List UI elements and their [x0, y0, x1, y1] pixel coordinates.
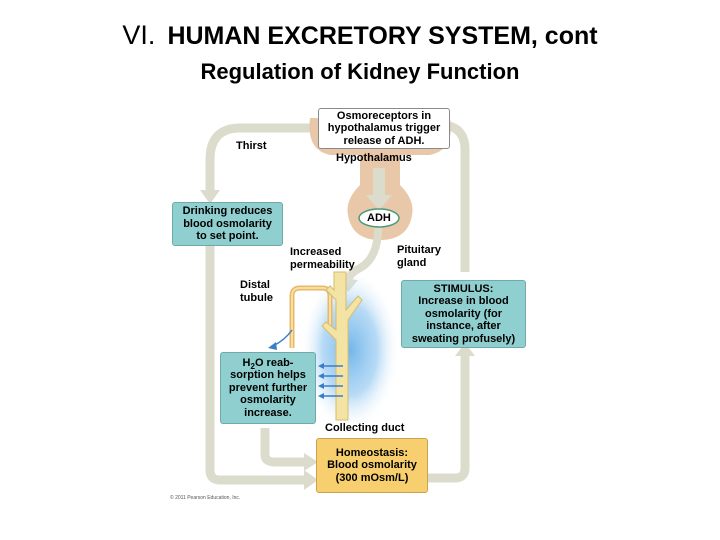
h2o-o: O reab-	[254, 356, 294, 369]
h2o-subscript: 2	[250, 361, 255, 371]
thirst-arrowhead	[200, 190, 220, 204]
adh-oval	[358, 208, 400, 228]
drinking-line-1: Drinking reduces	[182, 205, 273, 218]
title-prefix: VI.	[122, 20, 156, 50]
drinking-line-2: blood osmolarity	[183, 217, 272, 230]
collecting-duct-label: Collecting duct	[325, 422, 405, 434]
stimulus-line-4: instance, after	[426, 320, 501, 333]
hypothalamus-adh-arrowhead	[366, 195, 392, 210]
h2o-line-5: increase.	[244, 406, 292, 419]
stimulus-line-1: STIMULUS:	[433, 282, 494, 295]
distal-tubule-line-1: Distal	[240, 279, 270, 291]
h2o-line-3: prevent further	[228, 381, 308, 394]
osmoreceptors-line-2: hypothalamus trigger	[327, 122, 441, 135]
adh-label: ADH	[367, 212, 391, 224]
permeability-glow	[300, 268, 400, 432]
loop-right-lower-arrowhead	[455, 343, 475, 356]
homeostasis-box: Homeostasis: Blood osmolarity (300 mOsm/…	[316, 438, 428, 493]
reabsorption-arrowhead	[304, 453, 318, 471]
reabsorption-arrow	[260, 428, 305, 467]
slide-subtitle: Regulation of Kidney Function	[200, 59, 520, 84]
water-arrows	[322, 365, 343, 397]
osmoreceptors-line-1: Osmoreceptors in	[336, 109, 432, 122]
distal-tubule-label: Distal tubule	[240, 279, 273, 304]
increased-permeability-line-1: Increased	[290, 246, 342, 258]
osmoreceptors-line-3: release of ADH.	[343, 134, 425, 147]
loop-right-lower-arrow	[428, 355, 470, 483]
h2o-h: H	[242, 356, 251, 369]
title-text: HUMAN EXCRETORY SYSTEM, cont	[167, 22, 598, 50]
h2o-line-1: H2O reab-	[225, 356, 311, 371]
loop-left-arrow	[205, 245, 305, 485]
homeostasis-line-1: Homeostasis:	[335, 446, 409, 459]
increased-permeability-line-2: permeability	[290, 258, 355, 271]
increased-permeability-label: Increased permeability	[290, 246, 355, 271]
copyright-notice: © 2011 Pearson Education, Inc.	[170, 495, 241, 501]
stimulus-box: STIMULUS: Increase in blood osmolarity (…	[401, 280, 526, 348]
pituitary-line-2: gland	[397, 256, 427, 269]
stimulus-line-5: sweating profusely)	[411, 332, 516, 345]
thirst-arrow	[205, 123, 318, 192]
stimulus-line-3: osmolarity (for	[424, 307, 502, 320]
h2o-line-2: sorption helps	[230, 369, 306, 382]
osmoreceptors-box: Osmoreceptors in hypothalamus trigger re…	[318, 108, 450, 149]
drinking-line-3: to set point.	[196, 230, 259, 243]
pituitary-label: Pituitary gland	[397, 244, 441, 269]
pituitary-line-1: Pituitary	[397, 244, 442, 256]
homeostasis-line-2: Blood osmolarity	[327, 459, 417, 472]
slide-title: VI. HUMAN EXCRETORY SYSTEM, cont	[0, 20, 720, 51]
homeostasis-line-3: (300 mOsm/L)	[335, 471, 409, 484]
loop-left-arrowhead	[304, 470, 318, 490]
hypothalamus-adh-arrow	[373, 168, 385, 196]
collecting-duct	[321, 271, 363, 421]
stimulus-line-2: Increase in blood	[418, 295, 509, 308]
h2o-line-4: osmolarity	[240, 394, 296, 407]
tubule-water-arrowhead	[268, 342, 277, 350]
thirst-label: Thirst	[236, 140, 267, 152]
distal-tubule-line-2: tubule	[240, 291, 273, 304]
drinking-box: Drinking reduces blood osmolarity to set…	[172, 202, 283, 246]
hypothalamus-label: Hypothalamus	[336, 152, 412, 164]
h2o-reabsorption-box: H2O reab- sorption helps prevent further…	[220, 352, 316, 424]
water-arrowheads	[318, 363, 324, 399]
